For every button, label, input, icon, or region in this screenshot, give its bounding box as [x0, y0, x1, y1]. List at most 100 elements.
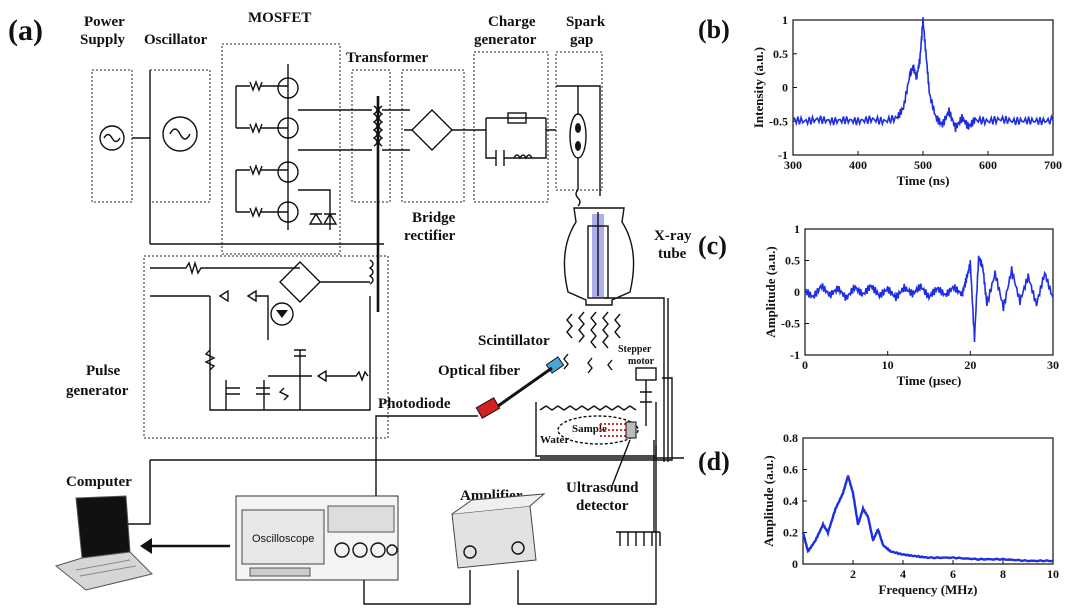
label-charge-2: generator: [474, 32, 537, 48]
water-tank: [535, 402, 657, 457]
y-tick-label: -1: [778, 148, 788, 162]
label-power-2: Supply: [80, 32, 126, 48]
computer-icon: [54, 495, 153, 591]
x-tick-label: 6: [950, 567, 956, 581]
y-tick-label: 0.6: [783, 463, 798, 477]
y-tick-label: -0.5: [781, 317, 800, 331]
oscilloscope-icon: [235, 495, 399, 581]
label-stepper-1: Stepper: [618, 344, 652, 355]
y-axis-label: Amplitude (a.u.): [763, 246, 778, 337]
support-frame: [540, 297, 684, 462]
xray-beam-icon: [563, 311, 621, 374]
cable-amp-detector: [517, 446, 657, 605]
charge-generator-circuit: [476, 112, 556, 166]
box-bridge-rectifier: [401, 69, 465, 203]
optical-fiber-line: [497, 366, 553, 408]
panel-label-a: (a): [8, 14, 43, 47]
plot-frame: [802, 437, 1054, 565]
x-tick-label: 300: [784, 158, 802, 172]
y-tick-label: 1: [794, 222, 800, 236]
label-spark-1: Spark: [566, 14, 606, 30]
cable-computer-stepper: [150, 377, 673, 461]
x-tick-label: 600: [979, 158, 997, 172]
y-tick-label: 0: [794, 285, 800, 299]
pulse-generator-circuit: [150, 259, 374, 411]
x-tick-label: 0: [802, 358, 808, 372]
label-pulse-2: generator: [66, 383, 129, 399]
box-power-supply: [91, 69, 133, 203]
label-water: Water: [540, 434, 569, 446]
label-stepper-2: motor: [628, 356, 655, 367]
box-spark-gap: [555, 51, 603, 191]
spark-gap-icon: [556, 85, 601, 207]
plot-frame: [792, 19, 1054, 156]
ground-rake-icon: [616, 440, 661, 546]
stepper-motor-icon: [635, 367, 657, 426]
x-tick-label: 400: [849, 158, 867, 172]
bridge-rectifier-icon: [404, 109, 476, 151]
label-spark-2: gap: [570, 32, 593, 48]
y-tick-label: 0: [792, 557, 798, 571]
x-axis-label: Time (µsec): [897, 373, 962, 388]
box-oscillator: [149, 69, 211, 203]
label-sample: Sample: [572, 423, 607, 435]
y-axis-label: Amplitude (a.u.): [761, 455, 776, 546]
x-tick-label: 8: [1000, 567, 1006, 581]
label-bridge-1: Bridge: [412, 210, 456, 226]
x-tick-label: 700: [1044, 158, 1062, 172]
label-scintillator: Scintillator: [478, 333, 550, 349]
label-computer: Computer: [66, 474, 132, 490]
ac-source-icon: [99, 125, 125, 151]
xray-tube-icon: [563, 207, 635, 306]
label-mosfet: MOSFET: [248, 10, 311, 26]
label-bridge-2: rectifier: [404, 228, 456, 244]
label-xray-1: X-ray: [654, 228, 692, 244]
y-tick-label: 0.2: [783, 526, 798, 540]
label-power-1: Power: [84, 14, 125, 30]
x-tick-label: 30: [1047, 358, 1059, 372]
ac-wave-icon: [103, 133, 121, 143]
x-axis-label: Time (ns): [897, 173, 950, 188]
label-optical-fiber: Optical fiber: [438, 363, 520, 379]
y-tick-label: 0.5: [785, 254, 800, 268]
x-axis-label: Frequency (MHz): [878, 582, 977, 597]
y-axis-label: Intensity (a.u.): [751, 47, 766, 128]
panel-label-c: (c): [698, 231, 727, 260]
y-tick-label: 0: [782, 81, 788, 95]
transformer-coil: [372, 96, 410, 312]
photodiode-icon: [475, 397, 501, 419]
y-tick-label: 0.5: [773, 47, 788, 61]
box-pulse-generator: [143, 255, 389, 439]
oscilloscope-label: Oscilloscope: [252, 533, 314, 545]
x-tick-label: 20: [964, 358, 976, 372]
x-tick-label: 4: [900, 567, 906, 581]
x-tick-label: 500: [914, 158, 932, 172]
panel-label-b: (b): [698, 15, 730, 44]
y-tick-label: 1: [782, 13, 788, 27]
cable-amp-scope: [363, 560, 471, 605]
box-charge-generator: [473, 51, 549, 203]
y-tick-label: -0.5: [769, 114, 788, 128]
x-tick-label: 10: [882, 358, 894, 372]
label-xray-2: tube: [658, 246, 687, 262]
label-photodiode: Photodiode: [378, 396, 451, 412]
oscillator-icon: [162, 116, 198, 152]
y-tick-label: -1: [790, 348, 800, 362]
label-pulse-1: Pulse: [86, 363, 121, 379]
series-line: [801, 475, 1054, 563]
label-ultrasound-2: detector: [576, 498, 629, 514]
plot-frame: [804, 228, 1054, 356]
box-transformer: [351, 69, 391, 203]
label-ultrasound-1: Ultrasound: [566, 480, 639, 496]
label-transformer: Transformer: [346, 50, 429, 66]
x-tick-label: 10: [1047, 567, 1059, 581]
amplifier-icon: [451, 493, 546, 569]
label-charge-1: Charge: [488, 14, 536, 30]
x-tick-label: 2: [850, 567, 856, 581]
box-mosfet: [221, 43, 341, 255]
y-tick-label: 0.8: [783, 431, 798, 445]
